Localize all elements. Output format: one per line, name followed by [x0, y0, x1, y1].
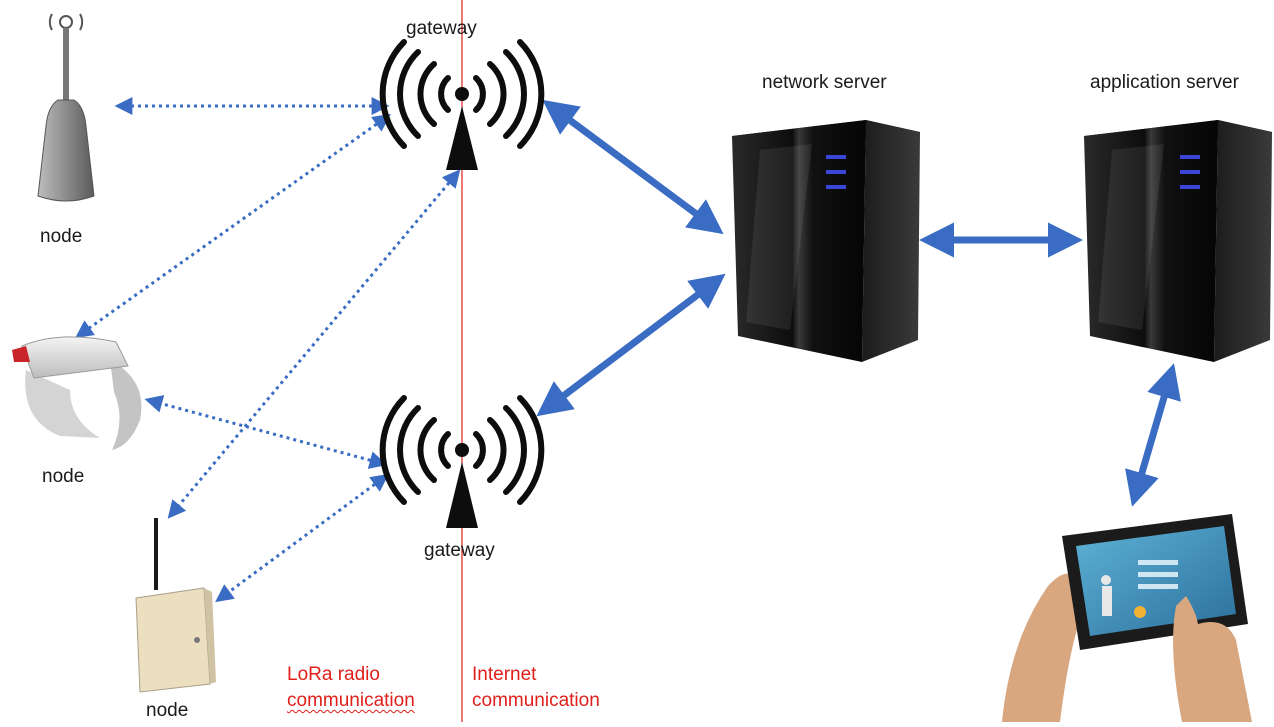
link-node3-gateway-bottom — [215, 473, 389, 603]
tablet-hands-icon — [1002, 514, 1252, 722]
internet-links — [536, 99, 1181, 507]
lora-zone-line1: LoRa radio — [287, 664, 380, 685]
link-node2-gateway-top — [75, 113, 391, 339]
internet-zone-label: Internet communication — [472, 662, 600, 714]
gateway-tower-icon — [379, 395, 545, 528]
internet-zone-line1: Internet — [472, 664, 537, 685]
antenna-node-icon — [37, 13, 95, 202]
server-tower-icon — [1084, 120, 1272, 362]
node-label-2: node — [42, 466, 85, 487]
lora-zone-label: LoRa radio communication — [287, 662, 415, 714]
link-node3-gateway-top — [167, 169, 461, 519]
box-node-icon — [135, 518, 216, 693]
link-gateway-bottom-network-server — [536, 273, 726, 417]
server-tower-icon — [732, 120, 920, 362]
gateway-bottom-label: gateway — [424, 540, 495, 561]
wristband-node-icon — [12, 336, 142, 450]
link-gateway-top-network-server — [542, 99, 724, 235]
link-application-server-tablet — [1125, 363, 1181, 507]
radio-links — [75, 97, 461, 603]
gateway-top-label: gateway — [406, 18, 477, 39]
internet-zone-line2: communication — [472, 690, 600, 711]
application-server-label: application server — [1090, 72, 1239, 93]
lora-zone-line2: communication — [287, 690, 415, 711]
gateway-tower-icon — [379, 39, 545, 170]
network-server-label: network server — [762, 72, 887, 93]
node-label-3: node — [146, 700, 189, 721]
node-label-1: node — [40, 226, 83, 247]
link-node2-gateway-bottom — [144, 395, 388, 469]
